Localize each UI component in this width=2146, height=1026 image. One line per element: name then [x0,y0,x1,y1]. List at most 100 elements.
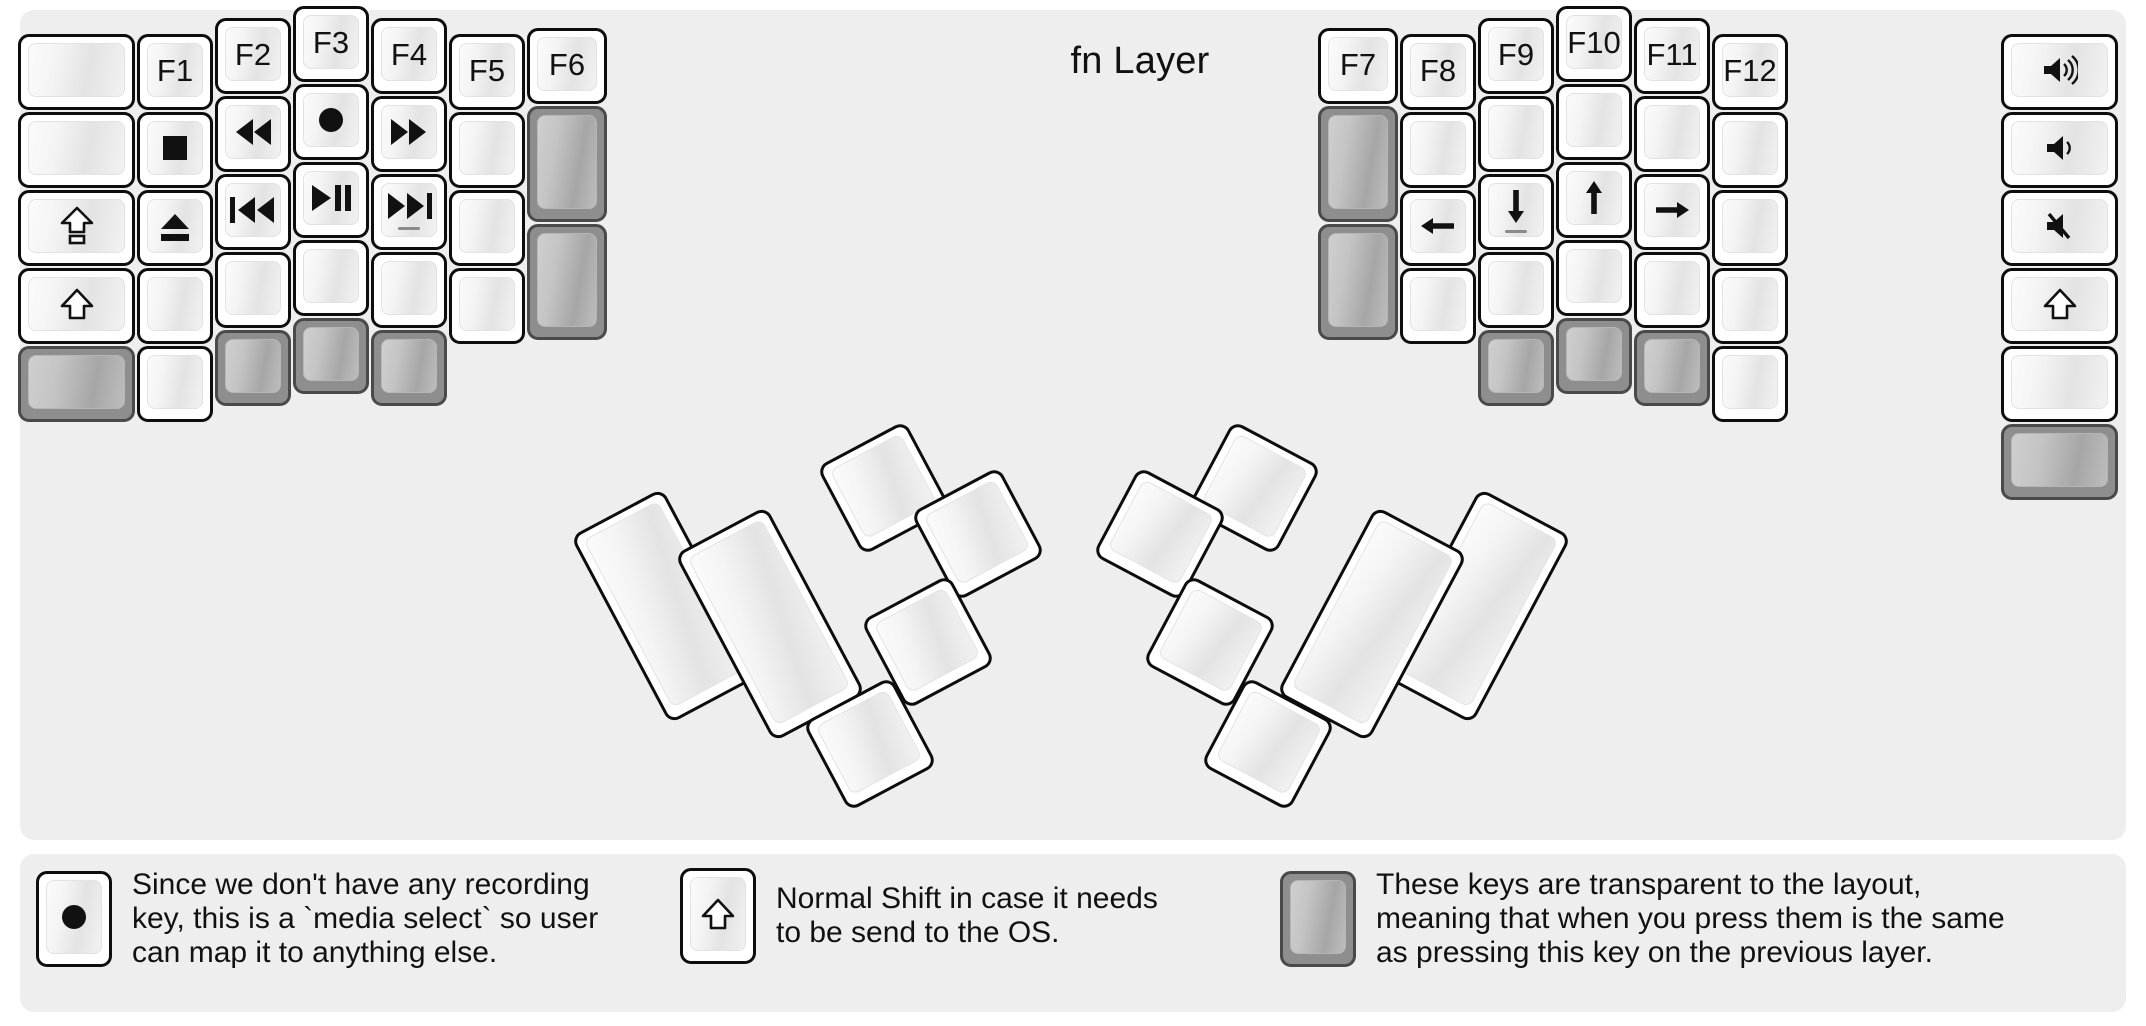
key-f3[interactable]: F3 [293,6,369,82]
key-r3r2-blank[interactable] [1478,96,1554,172]
key-c5r4-blank[interactable] [371,252,447,328]
key-c6r3-blank[interactable] [449,190,525,266]
key-record[interactable] [293,84,369,160]
keycap-surface [28,121,125,175]
key-r1r3-trans[interactable] [1318,224,1398,340]
key-f2[interactable]: F2 [215,18,291,94]
rewind-icon [233,116,273,148]
key-f8[interactable]: F8 [1400,34,1476,110]
key-c6r2-blank[interactable] [449,112,525,188]
key-r6r3-blank[interactable] [1712,190,1788,266]
key-next-track[interactable] [371,174,447,250]
legend-transparent-key[interactable] [1280,871,1356,968]
key-arrow-right[interactable] [1634,174,1710,250]
keycap-surface [459,121,515,175]
key-prev-track[interactable] [215,174,291,250]
key-f9[interactable]: F9 [1478,18,1554,94]
keycap-surface: F4 [381,27,437,81]
key-f1[interactable]: F1 [137,34,213,110]
key-r4r2-blank[interactable] [1556,84,1632,160]
arrow-up-icon [1578,179,1610,217]
key-eject[interactable] [137,190,213,266]
key-r4r5-trans[interactable] [1556,318,1632,394]
key-label: F9 [1497,36,1535,72]
key-l2-blank[interactable] [18,112,135,188]
key-c4r5-trans[interactable] [293,318,369,394]
page-title: fn Layer [1070,40,1210,82]
legend-record-key[interactable] [36,871,112,968]
key-r6r4-blank[interactable] [1712,268,1788,344]
key-l1-blank[interactable] [18,34,135,110]
key-c7r3-trans[interactable] [527,224,607,340]
key-c3r5-trans[interactable] [215,330,291,406]
key-f6[interactable]: F6 [527,28,607,104]
key-shift-right[interactable] [2001,268,2118,344]
legend-shift-keycap[interactable] [680,868,756,964]
key-c4r4-blank[interactable] [293,240,369,316]
key-mute[interactable] [2001,190,2118,266]
key-fast-forward[interactable] [371,96,447,172]
key-c2r4-blank[interactable] [137,268,213,344]
key-r5r2-blank[interactable] [1634,96,1710,172]
keycap-surface [147,277,203,331]
key-r1r2-trans[interactable] [1318,106,1398,222]
key-arrow-left[interactable] [1400,190,1476,266]
key-arrow-down[interactable] [1478,174,1554,250]
shift-icon [700,897,736,931]
key-r5r4-blank[interactable] [1634,252,1710,328]
key-label: F8 [1419,52,1457,88]
key-r7r5-blank[interactable] [2001,346,2118,422]
key-l5-trans[interactable] [18,346,135,422]
keycap-surface [28,277,125,331]
key-play-pause[interactable] [293,162,369,238]
keycap-surface: F10 [1566,15,1622,69]
legend-transparent-keycap[interactable] [1280,871,1356,968]
key-c7r2-trans[interactable] [527,106,607,222]
key-r2r4-blank[interactable] [1400,268,1476,344]
key-r5r5-trans[interactable] [1634,330,1710,406]
legend-shift-key[interactable] [680,868,756,964]
key-label [1500,187,1532,234]
keycap-surface [381,339,437,393]
key-c2r5-blank[interactable] [137,346,213,422]
key-r3r5-trans[interactable] [1478,330,1554,406]
keycap-surface [1566,93,1622,147]
key-volume-down[interactable] [2001,112,2118,188]
legend-record-keycap[interactable] [36,871,112,968]
keycap-surface: F1 [147,43,203,97]
key-f11[interactable]: F11 [1634,18,1710,94]
key-r7r6-trans[interactable] [2001,424,2118,500]
key-f12[interactable]: F12 [1712,34,1788,110]
keycap-surface: F7 [1328,37,1388,91]
keycap-surface [1410,277,1466,331]
record-icon [315,104,347,136]
key-label: F3 [312,24,350,60]
key-f10[interactable]: F10 [1556,6,1632,82]
key-volume-up[interactable] [2001,34,2118,110]
keycap-surface [2011,433,2108,487]
key-c6r4-blank[interactable] [449,268,525,344]
key-label [1578,179,1610,217]
key-c5r5-trans[interactable] [371,330,447,406]
keycap-surface [1566,171,1622,225]
keycap-surface [225,183,281,237]
key-stop[interactable] [137,112,213,188]
keycap-surface [1488,183,1544,237]
key-r6r2-blank[interactable] [1712,112,1788,188]
key-caps-lock[interactable] [18,190,135,266]
legend-transparent-text: These keys are transparent to the layout… [1376,868,2005,970]
key-rewind[interactable] [215,96,291,172]
key-arrow-up[interactable] [1556,162,1632,238]
key-r2r2-blank[interactable] [1400,112,1476,188]
key-label [2042,287,2078,321]
key-f7[interactable]: F7 [1318,28,1398,104]
key-r6r5-blank[interactable] [1712,346,1788,422]
key-f5[interactable]: F5 [449,34,525,110]
key-r4r4-blank[interactable] [1556,240,1632,316]
key-shift-left[interactable] [18,268,135,344]
key-f4[interactable]: F4 [371,18,447,94]
key-c3r4-blank[interactable] [215,252,291,328]
key-label: F2 [234,36,272,72]
key-r3r4-blank[interactable] [1478,252,1554,328]
keycap-surface [1644,261,1700,315]
